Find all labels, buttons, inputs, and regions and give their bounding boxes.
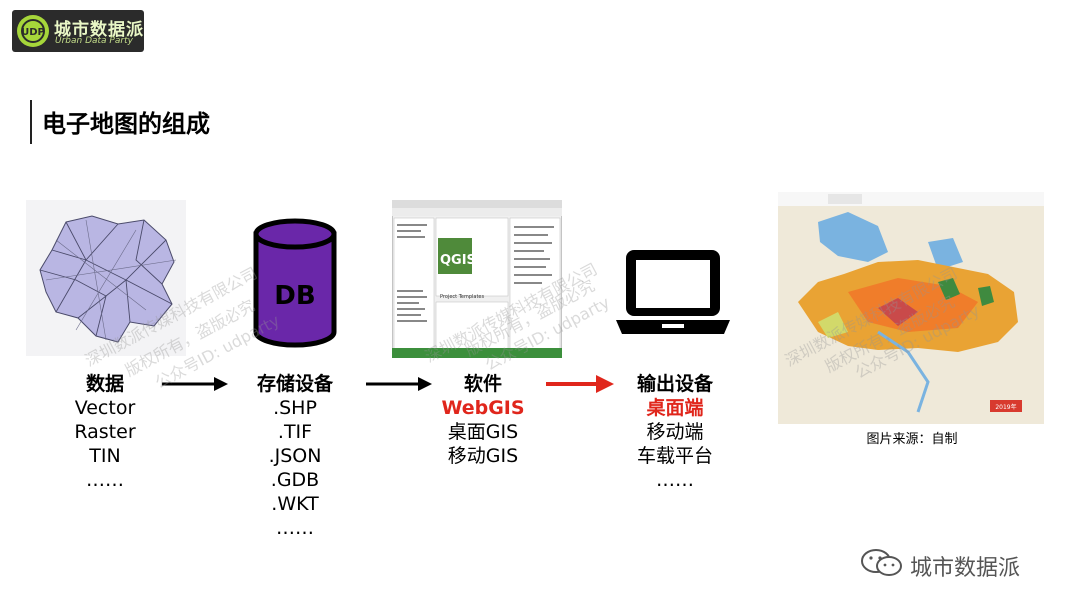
column-data: 数据 Vector Raster TIN …… [50, 372, 160, 492]
arrow-storage-to-software [366, 377, 432, 391]
svg-text:QGIS 3: QGIS 3 [440, 253, 490, 268]
column-storage: 存储设备 .SHP .TIF .JSON .GDB .WKT …… [240, 372, 350, 540]
logo-title: 城市数据派 [54, 20, 144, 40]
database-icon: DB [253, 218, 337, 348]
image-caption: 图片来源：自制 [866, 432, 958, 447]
software-item: 桌面GIS [447, 421, 519, 443]
svg-text:DB: DB [274, 281, 315, 311]
data-item: …… [86, 469, 124, 491]
output-item: 移动端 [646, 421, 704, 443]
column-header-software: 软件 [463, 373, 502, 395]
wechat-icon [861, 549, 902, 576]
thematic-map-screenshot: 2019年 [778, 182, 1044, 424]
title-accent-bar [30, 100, 32, 144]
data-item: Vector [74, 397, 136, 419]
output-item: …… [656, 469, 694, 491]
software-highlight: WebGIS [441, 397, 525, 419]
software-item: 移动GIS [447, 445, 519, 467]
udp-logo-icon: UDP [17, 15, 49, 47]
column-header-storage: 存储设备 [256, 373, 333, 395]
output-item: 车载平台 [636, 445, 713, 467]
page-title: 电子地图的组成 [42, 110, 210, 138]
output-highlight: 桌面端 [646, 397, 704, 419]
laptop-icon [616, 250, 730, 334]
storage-item: .SHP [273, 397, 317, 419]
storage-item: …… [276, 517, 314, 539]
svg-text:2019年: 2019年 [995, 403, 1016, 411]
arrow-data-to-storage [162, 377, 228, 391]
storage-item: .TIF [277, 421, 313, 443]
column-output: 输出设备 桌面端 移动端 车载平台 …… [620, 372, 730, 492]
svg-text:UDP: UDP [21, 27, 45, 38]
storage-item: .GDB [270, 469, 320, 491]
footer-title: 城市数据派 [910, 556, 1021, 581]
arrow-software-to-output [546, 375, 614, 393]
column-header-output: 输出设备 [636, 373, 713, 395]
storage-item: .JSON [268, 445, 322, 467]
data-item: TIN [89, 445, 121, 467]
footer-brand: 城市数据派 [860, 548, 1060, 581]
data-item: Raster [74, 421, 136, 443]
qgis-screenshot: QGIS 3 Project Templates [392, 200, 562, 358]
vector-map-image [26, 200, 186, 356]
brand-logo: UDP 城市数据派 Urban Data Party [12, 10, 144, 52]
svg-text:Project Templates: Project Templates [440, 294, 485, 300]
column-header-data: 数据 [85, 373, 124, 395]
logo-subtitle: Urban Data Party [55, 36, 133, 46]
storage-item: .WKT [271, 493, 319, 515]
column-software: 软件 WebGIS 桌面GIS 移动GIS [428, 372, 538, 468]
